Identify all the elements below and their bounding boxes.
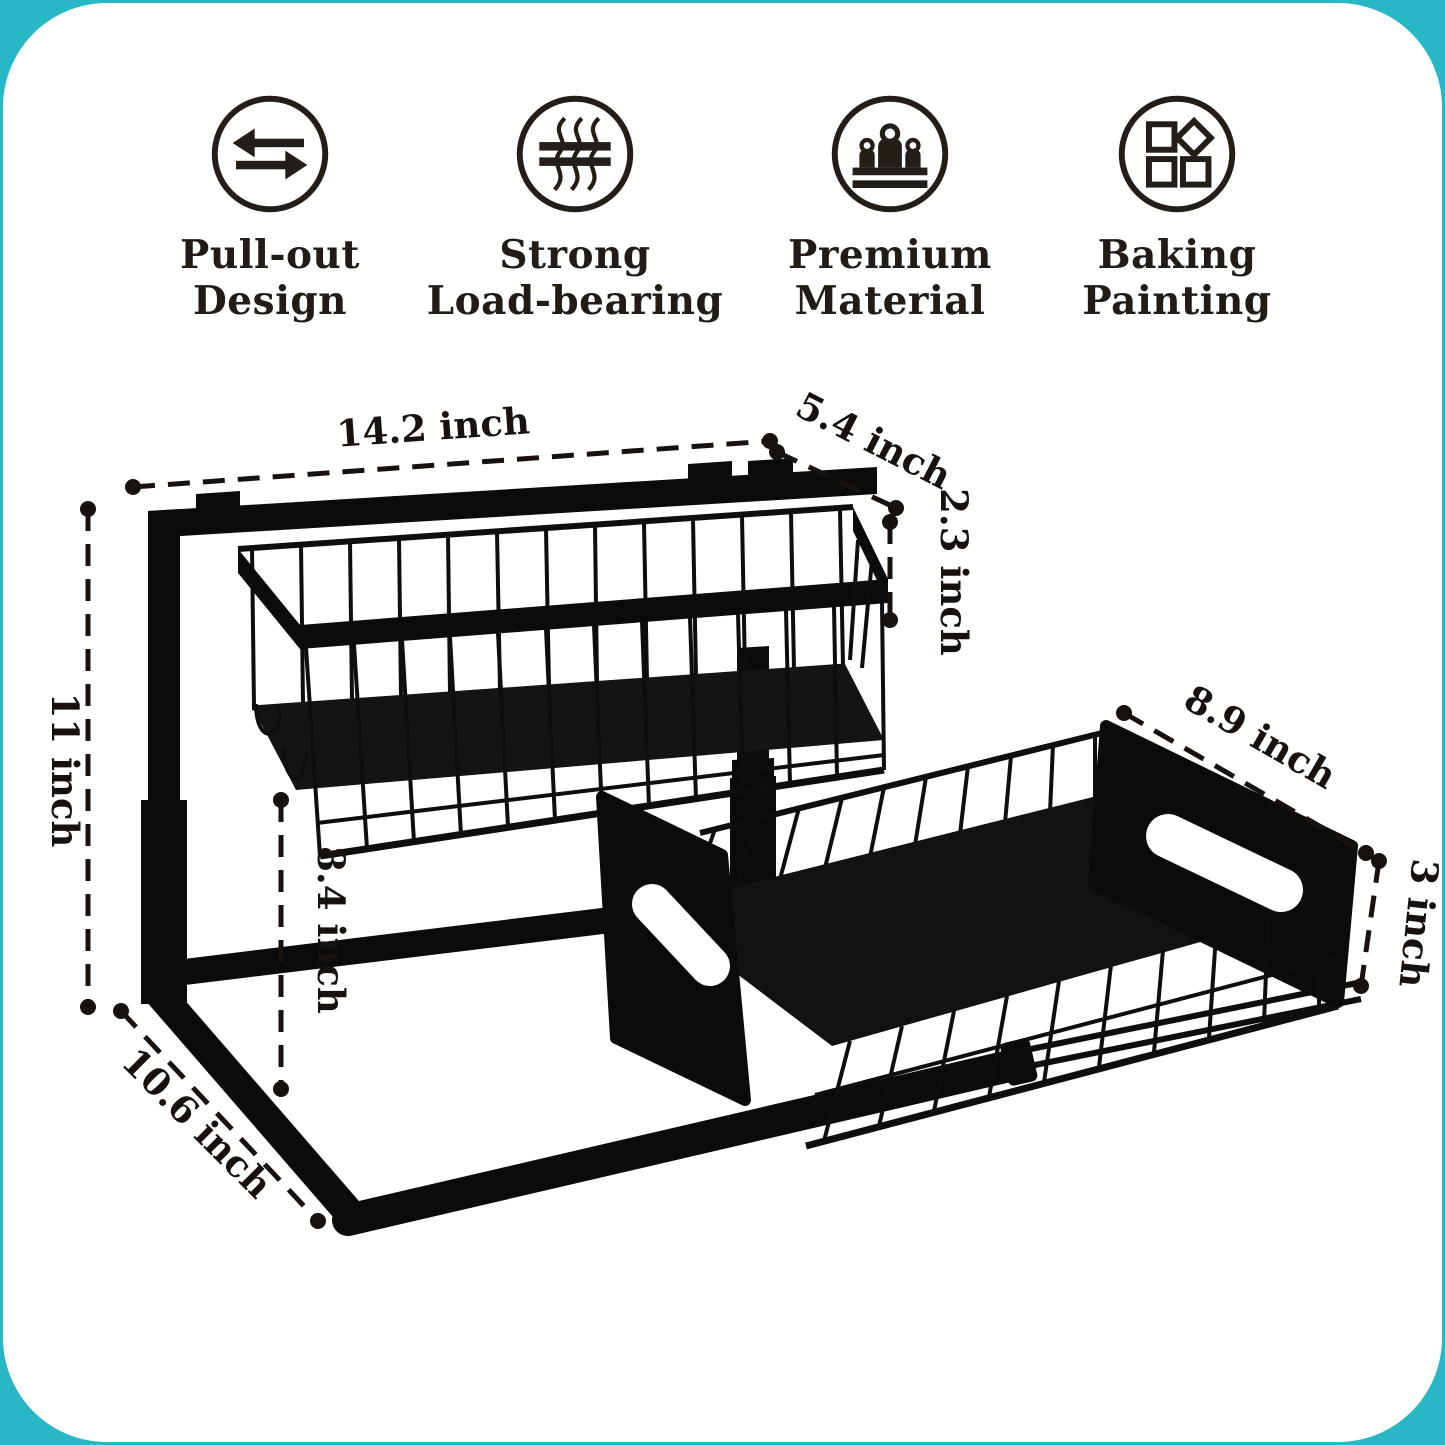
basket-front-wires [304,601,886,857]
mounting-clip [196,491,240,513]
feature-label-line1: Pull-out [180,232,360,278]
feature-caption: Baking Painting [1022,232,1332,324]
feature-label-line2: Material [794,278,986,324]
feature-caption: Pull-out Design [115,232,425,324]
drawer-back-wires [688,735,1097,902]
mounting-clip [688,461,732,484]
weights-shelf-icon [831,95,949,213]
feature-label-line2: Painting [1082,278,1272,324]
dim-label: 8.4 inch [309,846,353,1014]
lower-drawer [596,720,1358,1150]
pull-out-arrows-icon [211,95,329,213]
slide-rail [1025,980,1362,1069]
load-bearing-icon [516,95,634,213]
basket-left-rim [238,549,300,649]
dim-label: 11 inch [43,693,87,848]
upper-basket [237,504,888,860]
mounting-clip [748,458,793,481]
drawer-front-wires [822,904,1322,1142]
feature-caption: Premium Material [735,232,1045,324]
dim-base-depth: 10.6 inch [113,1003,326,1229]
feature-label-line1: Premium [788,232,992,278]
dim-under-clearance: 8.4 inch [273,792,353,1097]
dim-top-basket-height: 2.3 inch [882,488,976,656]
feature-label-line1: Baking [1097,232,1257,278]
basket-right-rim [853,507,888,603]
feature-premium-material: Premium Material [735,86,1045,324]
feature-load-bearing: Strong Load-bearing [420,86,730,324]
dim-label: 3 inch [1390,857,1445,990]
left-frame-post [141,509,187,1004]
dim-label: 2.3 inch [932,488,976,656]
feature-pull-out: Pull-out Design [115,86,425,324]
basket-front-rim [300,579,888,649]
squares-diamond-icon [1118,95,1236,213]
drawer-left-handle-cutout [632,884,730,986]
basket-hanging-loops [254,539,874,780]
feature-label-line2: Design [192,278,348,324]
drawer-right-handle-cutout [1146,814,1303,912]
dim-drawer-height: 3 inch [1353,853,1445,994]
feature-row: Pull-out Design Strong Load-bearing [0,86,1445,324]
dim-label: 14.2 inch [335,398,531,455]
top-rail [148,458,877,538]
dim-total-height: 11 inch [43,501,96,1015]
feature-label-line2: Load-bearing [426,278,724,324]
feature-caption: Strong Load-bearing [420,232,730,324]
feature-label-line1: Strong [499,232,651,278]
feature-baking-painting: Baking Painting [1022,86,1332,324]
